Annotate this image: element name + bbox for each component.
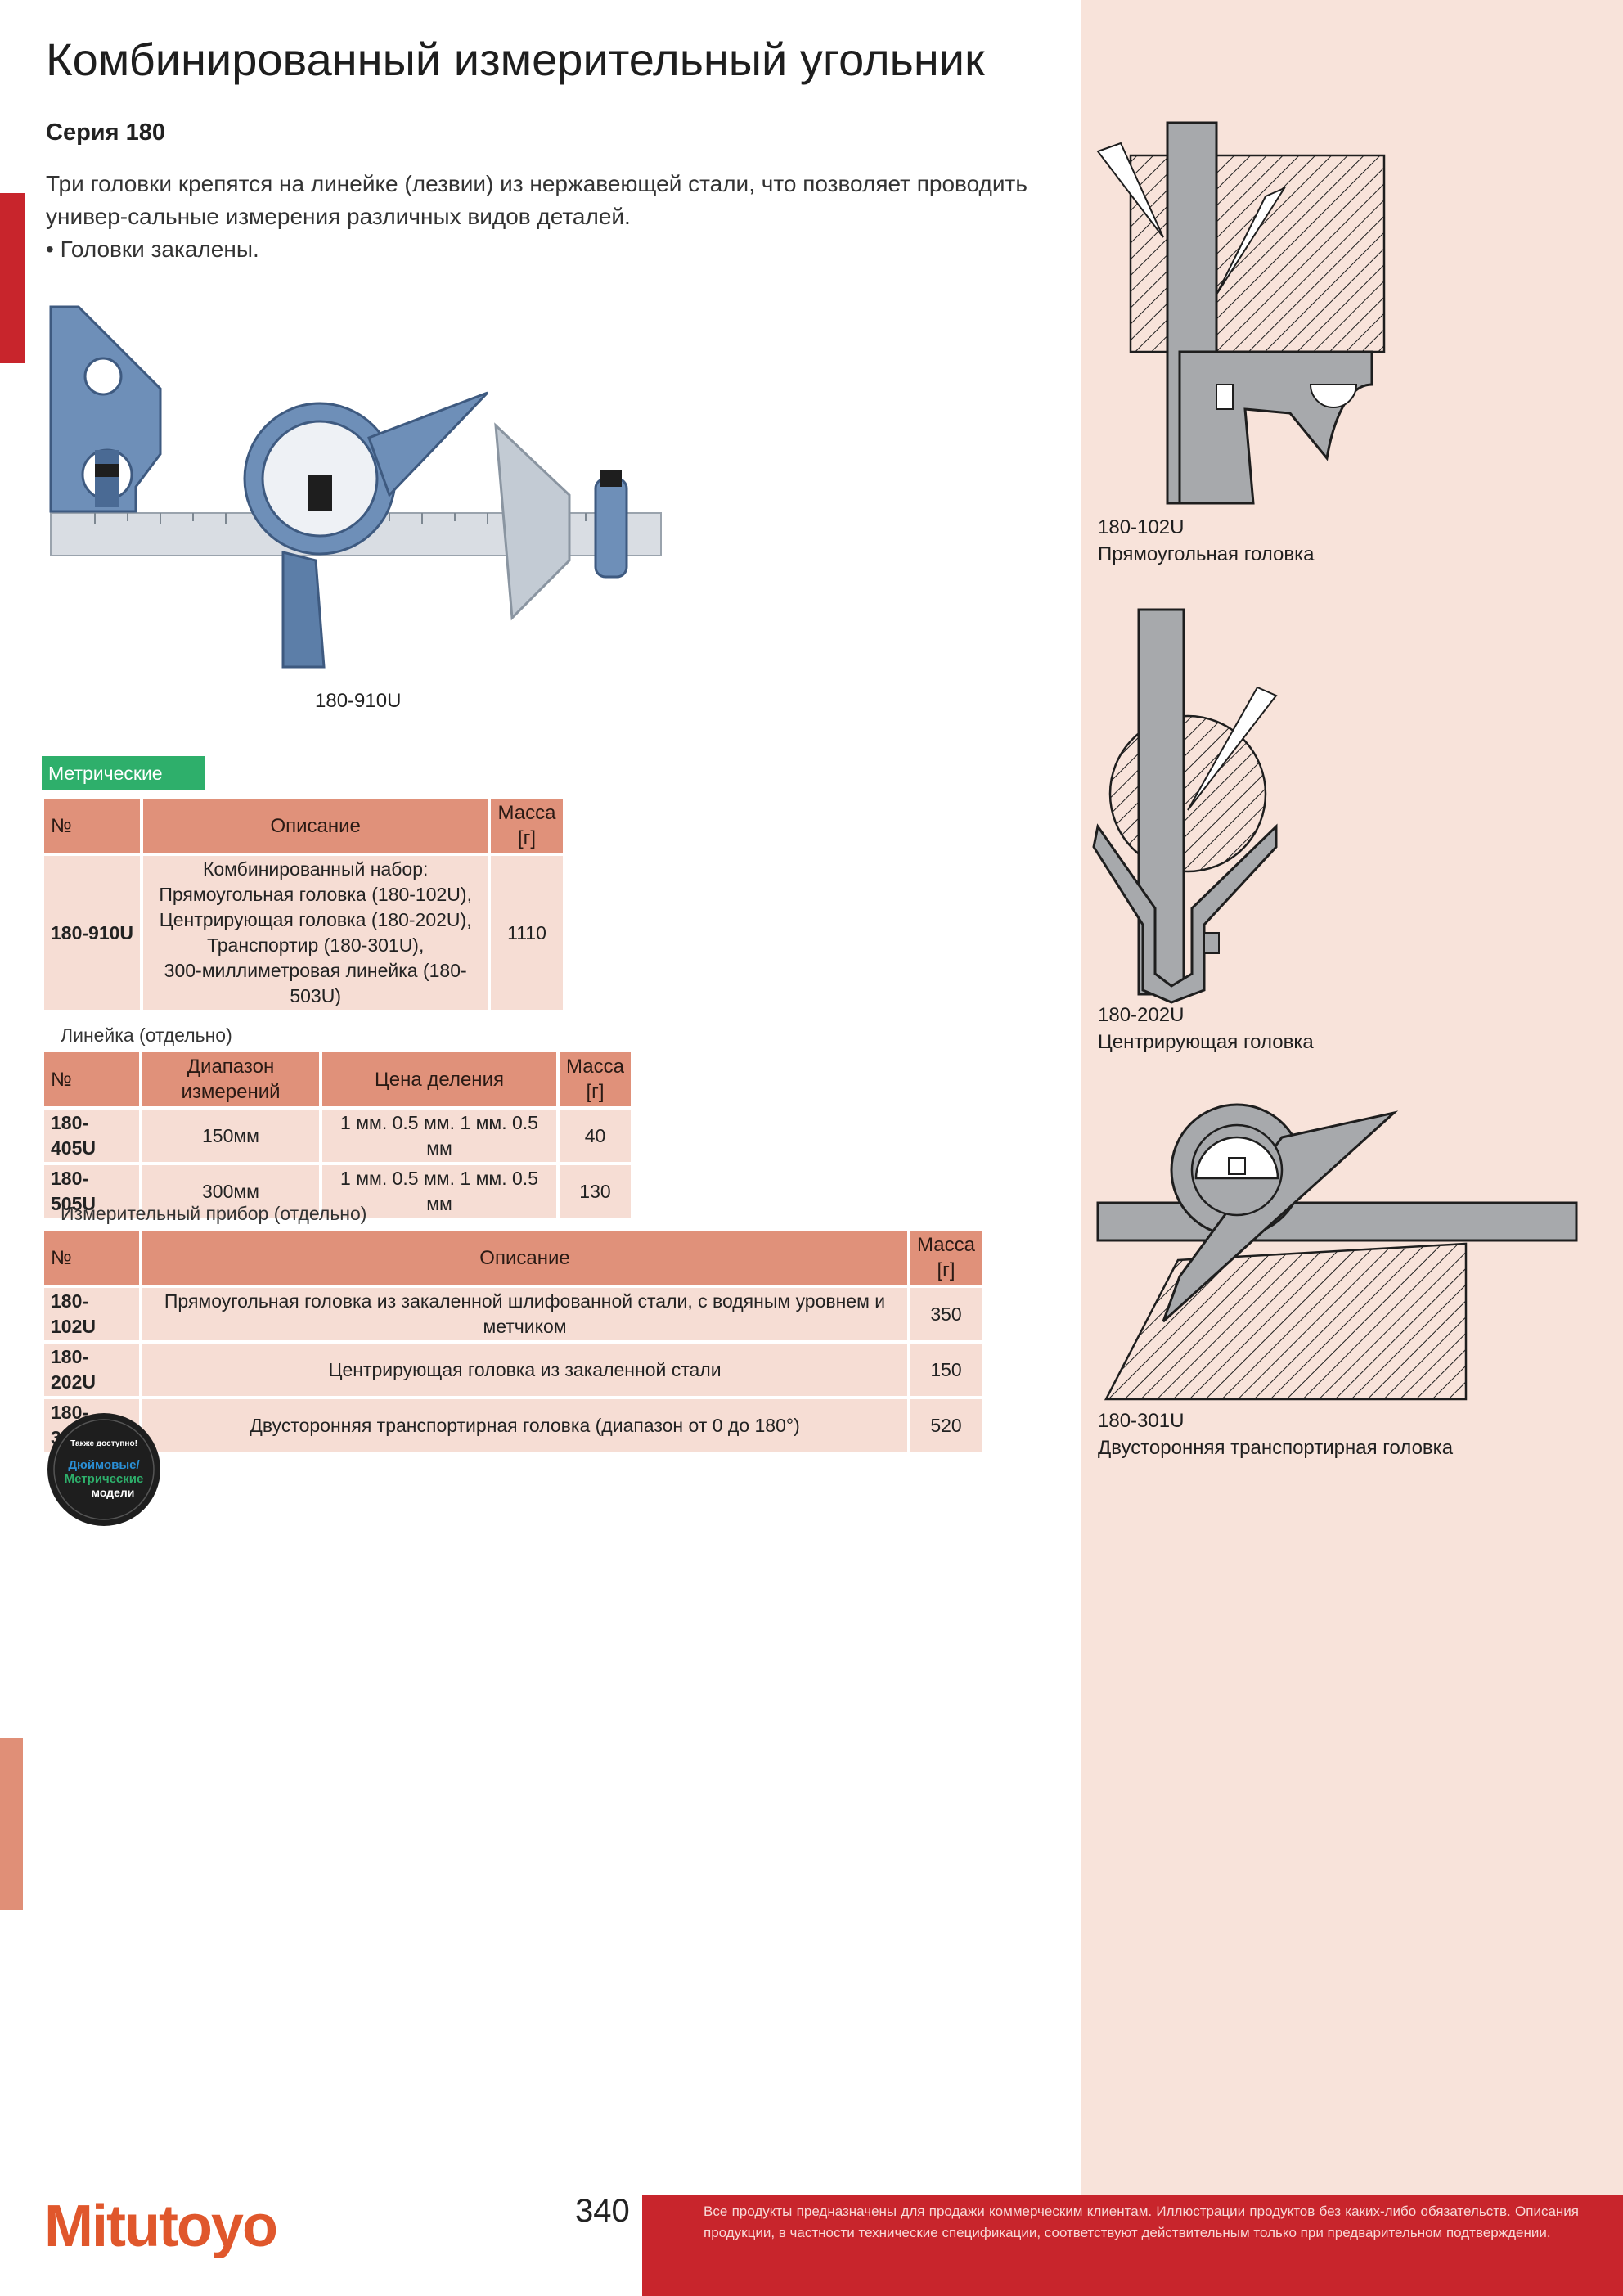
square-head-diagram [1096,121,1386,505]
cell-graduation: 1 мм. 0.5 мм. 1 мм. 0.5 мм [322,1110,556,1162]
cell-range: 150мм [142,1110,319,1162]
page-number: 340 [575,2193,630,2229]
ruler-table: № Диапазон измерений Цена деления Масса … [41,1049,634,1221]
side-caption-3: 180-301U Двусторонняя транспортирная гол… [1098,1407,1453,1461]
side-code: 180-301U [1098,1410,1185,1432]
centre-head-diagram [1092,608,1278,1004]
side-diagrams [1092,121,1578,1401]
metric-table: № Описание Масса [г] 180-910U Комбиниров… [41,795,566,1013]
col-header-number: № [44,1231,139,1285]
cell-code: 180-505U [44,1165,139,1218]
cell-mass: 130 [560,1165,631,1218]
cell-code: 180-405U [44,1110,139,1162]
table-row: 180-505U 300мм 1 мм. 0.5 мм. 1 мм. 0.5 м… [44,1165,631,1218]
side-name: Двусторонняя транспортирная головка [1098,1437,1454,1459]
intro-paragraph: Три головки крепятся на линейке (лезвии)… [46,171,1027,229]
col-header-graduation: Цена деления [322,1052,556,1106]
ruler-table-caption: Линейка (отдельно) [61,1024,232,1046]
page-title: Комбинированный измерительный угольник [46,34,985,85]
footer-disclaimer: Все продукты предназначены для продажи к… [704,2204,1579,2240]
footer-band [642,2195,1623,2296]
cell-description: Двусторонняя транспортирная головка (диа… [142,1399,908,1452]
cell-description: Прямоугольная головка из закаленной шлиф… [142,1288,908,1340]
cell-mass: 520 [910,1399,982,1452]
series-label: Серия 180 [46,119,165,146]
desc-line: Комбинированный набор: [202,858,429,880]
side-name: Прямоугольная головка [1098,543,1315,565]
metric-section-label: Метрические [42,756,205,790]
desc-line: Транспортир (180-301U), [206,934,425,956]
col-header-mass: Масса [г] [491,799,563,853]
side-caption-2: 180-202U Центрирующая головка [1098,1002,1314,1056]
cell-mass: 40 [560,1110,631,1162]
combination-square-photo [46,290,668,683]
badge-line3: модели [92,1486,135,1499]
col-header-description: Описание [142,1231,908,1285]
badge-line1: Дюймовые/ [68,1458,140,1472]
side-caption-1: 180-102U Прямоугольная головка [1098,514,1315,568]
section-tab-red [0,193,25,363]
instrument-table-caption: Измерительный прибор (отдельно) [61,1203,367,1224]
cell-code: 180-102U [44,1288,139,1340]
col-header-description: Описание [143,799,488,853]
col-header-mass: Масса [г] [560,1052,631,1106]
product-image-caption: 180-910U [315,690,402,712]
table-row: 180-405U 150мм 1 мм. 0.5 мм. 1 мм. 0.5 м… [44,1110,631,1162]
intro-text: Три головки крепятся на линейке (лезвии)… [46,168,1068,266]
side-code: 180-102U [1098,516,1185,538]
table-header-row: № Диапазон измерений Цена деления Масса … [44,1052,631,1106]
desc-line: 300-миллиметровая линейка (180-503U) [164,960,467,1006]
cell-mass: 1110 [491,856,563,1010]
side-code: 180-202U [1098,1004,1185,1026]
cell-code: 180-910U [44,856,141,1010]
table-header-row: № Описание Масса [г] [44,799,563,853]
cell-mass: 350 [910,1288,982,1340]
col-header-number: № [44,1052,139,1106]
side-name: Центрирующая головка [1098,1031,1314,1053]
table-header-row: № Описание Масса [г] [44,1231,982,1285]
section-tab-salmon [0,1738,23,1910]
table-row: 180-202U Центрирующая головка из закален… [44,1344,982,1396]
desc-line: Прямоугольная головка (180-102U), [159,884,472,905]
table-row: 180-910U Комбинированный набор: Прямоуго… [44,856,563,1010]
col-header-range: Диапазон измерений [142,1052,319,1106]
inch-metric-badge: Также доступно! Дюймовые/ Метрические мо… [47,1413,160,1526]
desc-line: Центрирующая головка (180-202U), [159,909,472,930]
cell-description: Комбинированный набор: Прямоугольная гол… [143,856,488,1010]
cell-mass: 150 [910,1344,982,1396]
table-row: 180-102U Прямоугольная головка из закале… [44,1288,982,1340]
table-row: 180-301U Двусторонняя транспортирная гол… [44,1399,982,1452]
instrument-table: № Описание Масса [г] 180-102U Прямоуголь… [41,1227,985,1455]
cell-graduation: 1 мм. 0.5 мм. 1 мм. 0.5 мм [322,1165,556,1218]
col-header-mass: Масса [г] [910,1231,982,1285]
cell-description: Центрирующая головка из закаленной стали [142,1344,908,1396]
col-header-number: № [44,799,141,853]
badge-top: Также доступно! [70,1439,137,1448]
protractor-head-diagram [1096,1103,1578,1401]
cell-code: 180-202U [44,1344,139,1396]
badge-line2: Метрические [65,1472,144,1486]
intro-bullet: • Головки закалены. [46,236,259,262]
mitutoyo-logo: Mitutoyo [44,2194,278,2259]
cell-range: 300мм [142,1165,319,1218]
